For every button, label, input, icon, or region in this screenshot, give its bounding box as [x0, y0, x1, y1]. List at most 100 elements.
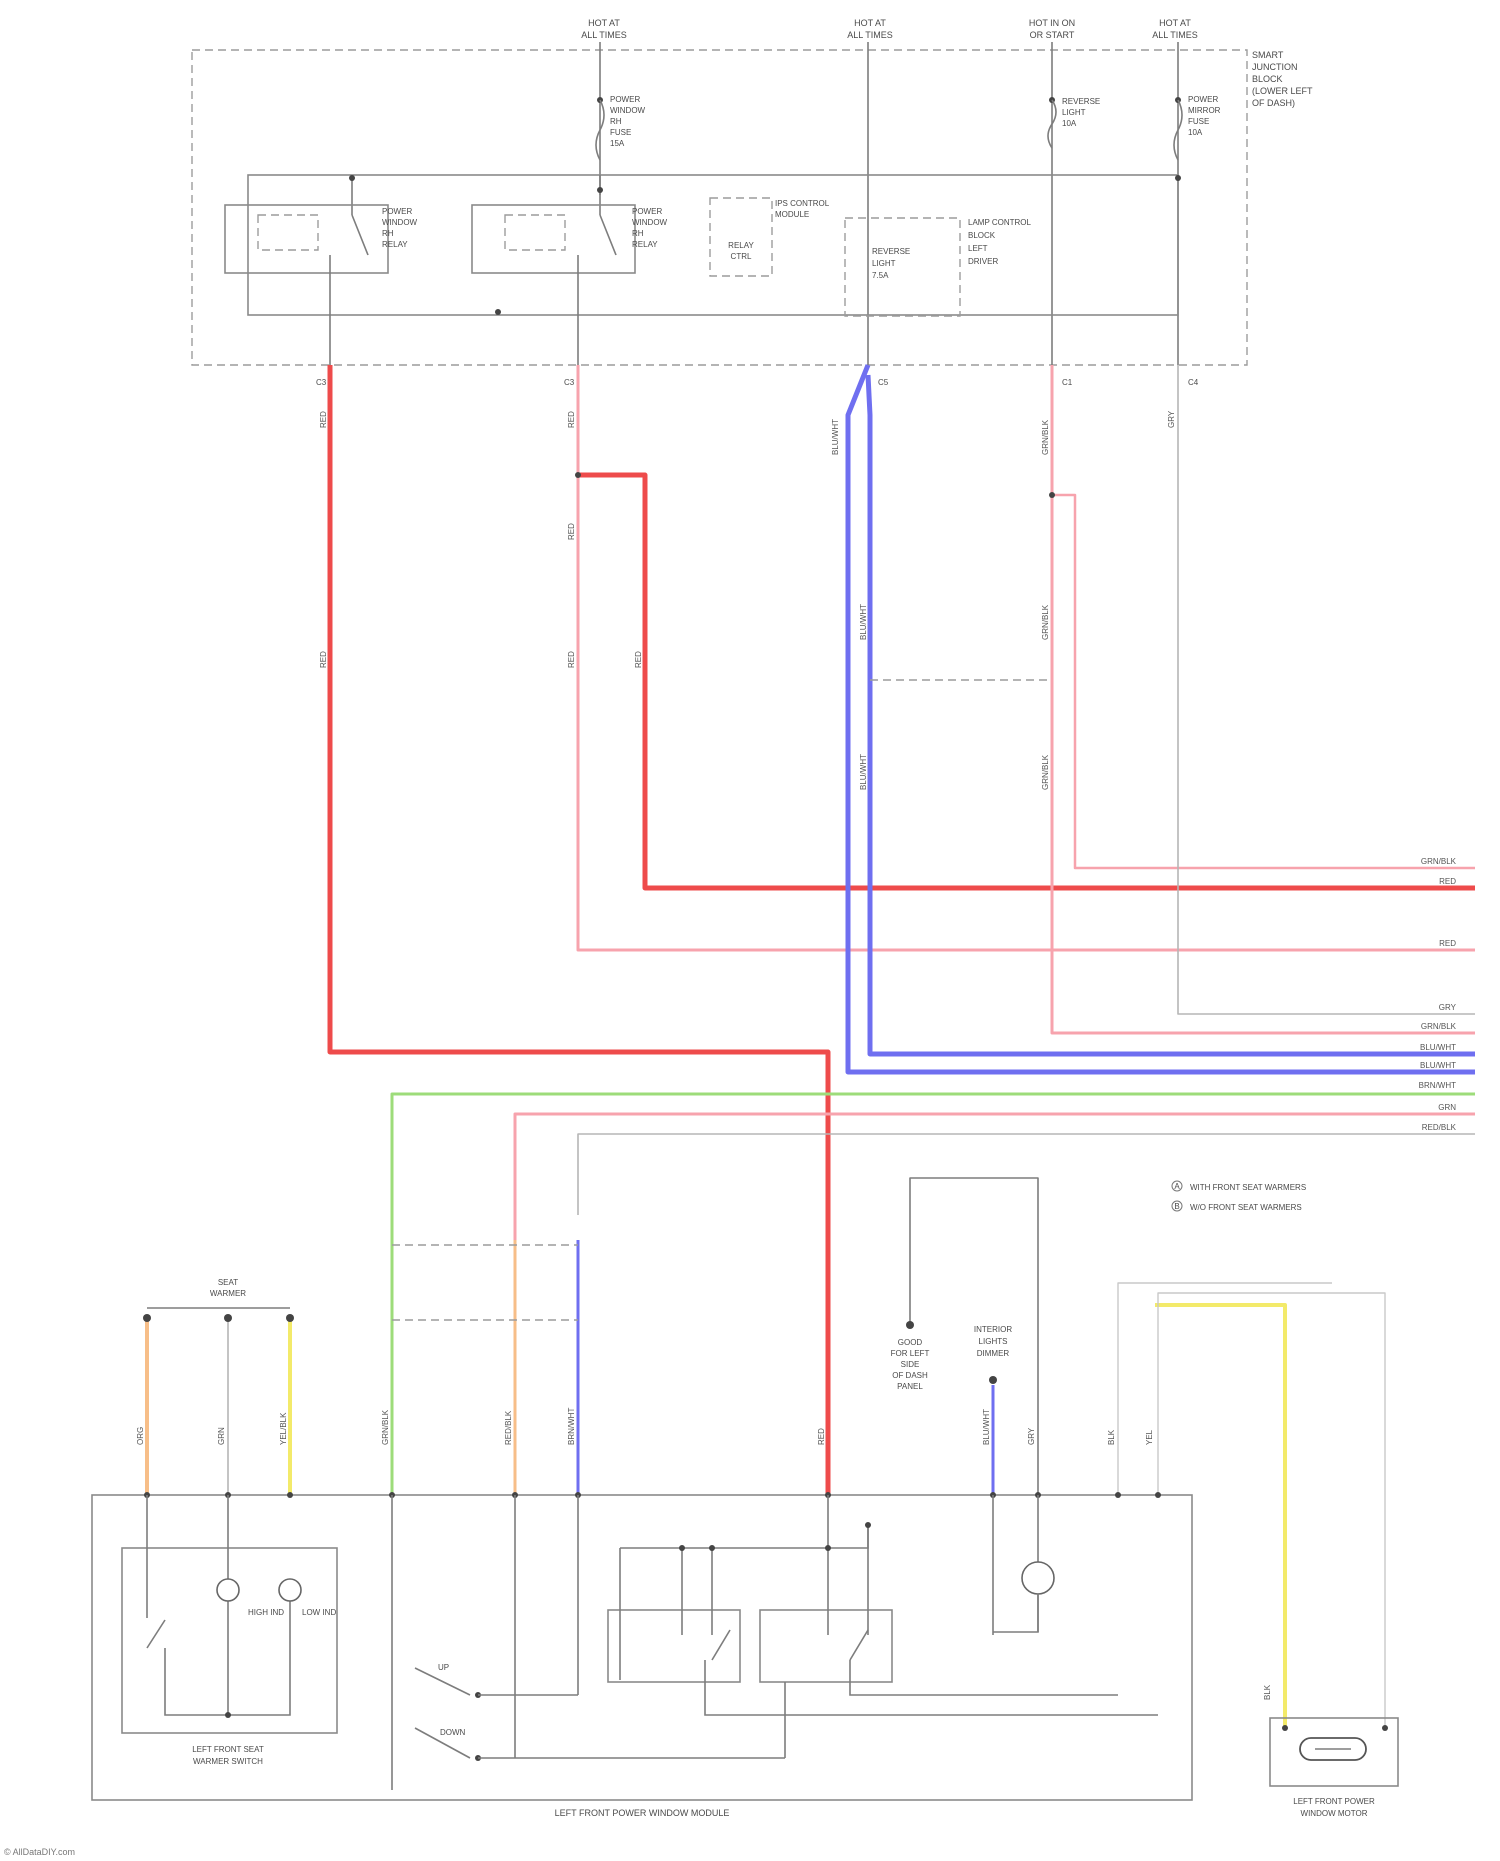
bottom-wire-10: BLK	[1107, 1429, 1116, 1445]
seat-warmer-top-label: SEAT WARMER	[143, 1278, 294, 1322]
relay-left-line-3: RH	[382, 229, 394, 238]
legend-text-b: W/O FRONT SEAT WARMERS	[1190, 1203, 1302, 1212]
lamp-control-title-2: BLOCK	[968, 231, 996, 240]
fuse-1-line-2: WINDOW	[610, 106, 646, 115]
ground-ref-5: PANEL	[897, 1382, 923, 1391]
seat-warmer-top-2: WARMER	[210, 1289, 246, 1298]
box-title-line-3: BLOCK	[1252, 74, 1283, 84]
main-module-title: LEFT FRONT POWER WINDOW MODULE	[555, 1808, 730, 1818]
bottom-wire-9: GRY	[1027, 1427, 1036, 1445]
power-source-labels: HOT AT ALL TIMES HOT AT ALL TIMES HOT IN…	[581, 18, 1198, 40]
ground-ref-2: FOR LEFT	[891, 1349, 930, 1358]
pin-5: C4	[1188, 378, 1199, 387]
bottom-wire-12: BLK	[1263, 1684, 1272, 1700]
right-label-1: GRN/BLK	[1421, 857, 1457, 866]
power-source-1-top: HOT AT	[588, 18, 620, 28]
relay-right-line-2: WINDOW	[632, 218, 668, 227]
power-source-2-top: HOT AT	[854, 18, 886, 28]
fuse-2-line-2: LIGHT	[1062, 108, 1086, 117]
right-label-3: RED	[1439, 939, 1456, 948]
smart-junction-block: SMART JUNCTION BLOCK (LOWER LEFT OF DASH…	[192, 42, 1313, 387]
relay-left-line-4: RELAY	[382, 240, 408, 249]
wire-tag-mid-3: RED	[567, 651, 576, 668]
power-source-3-top: HOT IN ON	[1029, 18, 1075, 28]
lamp-control-inner-2: LIGHT	[872, 259, 896, 268]
seat-switch-label-2: WARMER SWITCH	[193, 1757, 263, 1766]
wire-tag-mid-2: RED	[567, 523, 576, 540]
motor-label-2: WINDOW MOTOR	[1301, 1809, 1368, 1818]
relay-left-line-1: POWER	[382, 207, 412, 216]
bottom-wire-4: GRN/BLK	[381, 1409, 390, 1445]
switch-down-label: DOWN	[440, 1728, 466, 1737]
fuse-2-line-3: 10A	[1062, 119, 1077, 128]
fuse-2-line-1: REVERSE	[1062, 97, 1100, 106]
wire-tag-mid-5: BLU/WHT	[859, 604, 868, 640]
wire-color-tags: RED RED BLU/WHT GRN/BLK GRY RED RED RED …	[319, 410, 1176, 790]
lamp-control-inner-3: 7.5A	[872, 271, 889, 280]
lamp-control-title-4: DRIVER	[968, 257, 998, 266]
right-label-5: GRN/BLK	[1421, 1022, 1457, 1031]
pin-4: C1	[1062, 378, 1073, 387]
wire-tag-top-1: RED	[319, 411, 328, 428]
legend-mark-b: B	[1174, 1202, 1179, 1211]
motor-label-1: LEFT FRONT POWER	[1293, 1797, 1375, 1806]
lamp-control-block: LAMP CONTROL BLOCK LEFT DRIVER REVERSE L…	[845, 218, 1032, 316]
fuse-1-line-4: FUSE	[610, 128, 631, 137]
seat-warmer-top-1: SEAT	[218, 1278, 238, 1287]
interior-light-2: LIGHTS	[979, 1337, 1008, 1346]
right-edge-labels: GRN/BLK RED RED GRY GRN/BLK BLU/WHT BLU/…	[1419, 857, 1457, 1132]
lamp-control-title-1: LAMP CONTROL	[968, 218, 1032, 227]
ips-control-module: IPS CONTROL MODULE RELAY CTRL	[710, 198, 830, 276]
box-title-line-4: (LOWER LEFT	[1252, 86, 1313, 96]
lamp-control-inner-1: REVERSE	[872, 247, 910, 256]
window-switches: UP DOWN	[392, 1495, 785, 1790]
wire-tag-top-5: GRY	[1167, 410, 1176, 428]
seat-warmer-switch: HIGH IND LOW IND LEFT FRONT SEAT WARMER …	[122, 1495, 337, 1766]
box-title-line-5: OF DASH)	[1252, 98, 1295, 108]
fuse-1-line-3: RH	[610, 117, 622, 126]
module-subtitle: MODULE	[775, 210, 809, 219]
bottom-wire-3: YEL/BLK	[279, 1412, 288, 1445]
relay-right: POWER WINDOW RH RELAY	[472, 205, 668, 365]
lamp-2-label: LOW IND	[302, 1608, 336, 1617]
power-source-1-bottom: ALL TIMES	[581, 30, 627, 40]
wire-tag-mid-6: BLU/WHT	[859, 754, 868, 790]
module-relays	[608, 1495, 1158, 1758]
right-label-9: GRN	[1438, 1103, 1456, 1112]
wire-tag-mid-1: RED	[319, 651, 328, 668]
wire-tag-top-3: BLU/WHT	[831, 419, 840, 455]
right-label-4: GRY	[1439, 1003, 1457, 1012]
ground-ref-1: GOOD	[898, 1338, 923, 1347]
fuse-1-line-5: 15A	[610, 139, 625, 148]
fuse-3-line-4: 10A	[1188, 128, 1203, 137]
box-title-line-1: SMART	[1252, 50, 1284, 60]
pin-3: C5	[878, 378, 889, 387]
ground-ref-4: OF DASH	[892, 1371, 928, 1380]
right-label-6: BLU/WHT	[1420, 1043, 1456, 1052]
power-source-4-bottom: ALL TIMES	[1152, 30, 1198, 40]
right-label-8: BRN/WHT	[1419, 1081, 1456, 1090]
bottom-wire-11: YEL	[1145, 1429, 1154, 1445]
module-relay-line-1: RELAY	[728, 241, 754, 250]
power-source-3-bottom: OR START	[1030, 30, 1075, 40]
fuse-1: POWER WINDOW RH FUSE 15A	[596, 95, 646, 160]
right-label-2: RED	[1439, 877, 1456, 886]
switch-up-label: UP	[438, 1663, 449, 1672]
wires	[147, 365, 1475, 1728]
pin-1: C3	[316, 378, 327, 387]
interior-lights-dimmer: INTERIOR LIGHTS DIMMER	[974, 1325, 1012, 1384]
right-label-10: RED/BLK	[1422, 1123, 1457, 1132]
power-source-2-bottom: ALL TIMES	[847, 30, 893, 40]
fuse-3: POWER MIRROR FUSE 10A	[1174, 95, 1221, 160]
power-window-module: LEFT FRONT POWER WINDOW MODULE HIGH IND …	[92, 1492, 1192, 1818]
module-relay-line-2: CTRL	[731, 252, 752, 261]
interior-light-1: INTERIOR	[974, 1325, 1012, 1334]
connector-pins: C3 C3 C5 C1 C4	[316, 378, 1199, 387]
fuse-1-line-1: POWER	[610, 95, 640, 104]
lamp-control-title-3: LEFT	[968, 244, 988, 253]
fuse-3-line-1: POWER	[1188, 95, 1218, 104]
bottom-wire-2: GRN	[217, 1427, 226, 1445]
pin-2: C3	[564, 378, 575, 387]
interior-light-3: DIMMER	[977, 1349, 1010, 1358]
